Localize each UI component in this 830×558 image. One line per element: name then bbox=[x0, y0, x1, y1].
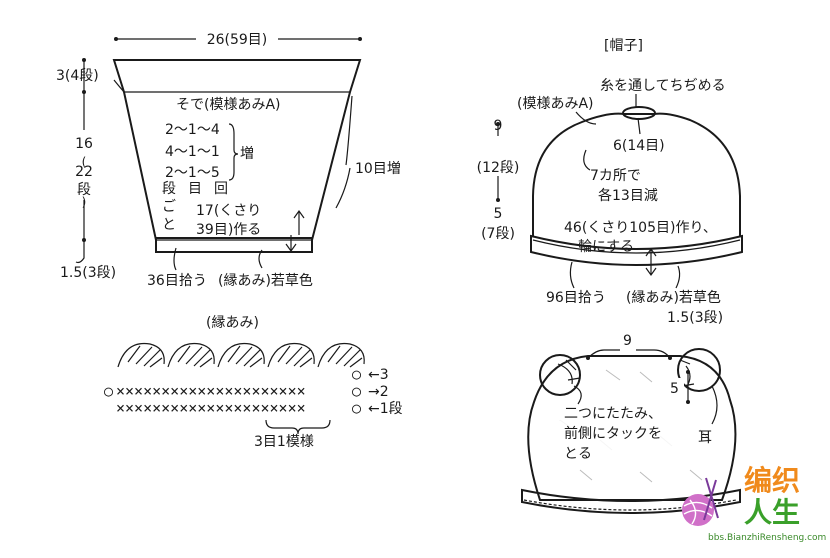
sleeve-title: そで(模様あみA) bbox=[176, 97, 281, 113]
hat-title: [帽子] bbox=[604, 38, 643, 54]
hat-diagram: [帽子] 糸を通してちぢめる (模様あみA) 6(14目) 7カ所で 各13目減… bbox=[476, 38, 743, 326]
watermark-logo: 编织 人生 bbs.BianzhiRensheng.com bbox=[682, 464, 826, 543]
watermark-title-1: 编织 bbox=[744, 464, 800, 497]
header-word-times: 回 bbox=[214, 181, 228, 197]
sleeve-height: 16 bbox=[75, 136, 93, 152]
hat-height-bottom-rows: (7段) bbox=[481, 226, 515, 242]
sleeve-diagram: 26(59目) 3(4段) 16 ( 22 段 ) 1.5(3段) そで(模様あ… bbox=[56, 30, 401, 289]
side-increase: 10目増 bbox=[355, 161, 401, 177]
sleeve-bottom-rows: 1.5(3段) bbox=[60, 265, 116, 281]
sleeve-border-color: (縁あみ)若草色 bbox=[218, 272, 313, 289]
hat-pick-up: 96目拾う bbox=[546, 290, 606, 306]
border-row-2-stitches: ××××××××××××××××××××× bbox=[116, 382, 306, 400]
sleeve-top-width: 26(59目) bbox=[207, 32, 268, 48]
sleeve-border-band bbox=[155, 237, 313, 253]
inc-row-3: 2〜1〜5 bbox=[165, 165, 220, 181]
header-word-rows: 段 bbox=[162, 181, 176, 197]
vertical-label: ご bbox=[162, 199, 176, 215]
border-row-label-1: ←1段 bbox=[368, 401, 403, 417]
yarn-ball-icon bbox=[682, 477, 719, 526]
hat-height-bottom: 5 bbox=[494, 206, 503, 222]
ear-size: 5 bbox=[670, 381, 679, 397]
svg-text:段: 段 bbox=[77, 182, 91, 198]
svg-text:と: と bbox=[162, 217, 176, 233]
fold-note-1: 二つにたたみ、 bbox=[564, 406, 662, 422]
finished-hat-body bbox=[527, 355, 737, 501]
border-mark-3: ○ bbox=[352, 382, 361, 400]
chain-cast-on-1: 17(くさり bbox=[196, 203, 261, 219]
hat-top-opening bbox=[622, 106, 656, 120]
left-ear bbox=[539, 354, 581, 396]
chain-cast-on-2: 39目)作る bbox=[196, 222, 261, 238]
finished-hat-illustration: 9 5 二つにたたみ、 前側にタックを とる 耳 bbox=[521, 333, 741, 514]
ear-label: 耳 bbox=[698, 430, 712, 446]
shell-row bbox=[117, 342, 365, 368]
sleeve-top-rows: 3(4段) bbox=[56, 68, 99, 84]
hat-border-rows: 1.5(3段) bbox=[667, 310, 723, 326]
repeat-bracket bbox=[265, 419, 331, 435]
finished-top-width: 9 bbox=[623, 333, 632, 349]
watermark-title-2: 人生 bbox=[744, 496, 800, 529]
drawstring-note: 糸を通してちぢめる bbox=[600, 77, 726, 94]
border-mark-2: ○ bbox=[352, 365, 361, 383]
svg-text:22: 22 bbox=[75, 164, 93, 180]
svg-text:): ) bbox=[82, 195, 87, 209]
hat-top-stitches: 6(14目) bbox=[613, 138, 665, 154]
dec-note-2: 各13目減 bbox=[598, 187, 658, 204]
repeat-label: 3目1模様 bbox=[254, 434, 314, 450]
inc-row-1: 2〜1〜4 bbox=[165, 122, 220, 138]
sleeve-pick-up: 36目拾う bbox=[147, 273, 207, 289]
header-word-stitches: 目 bbox=[188, 181, 202, 197]
inc-bracket bbox=[228, 123, 239, 181]
border-title: (縁あみ) bbox=[206, 315, 259, 331]
hat-pattern: (模様あみA) bbox=[517, 96, 594, 112]
watermark-url: bbs.BianzhiRensheng.com bbox=[708, 533, 826, 543]
hat-cast-on-2: 輪にする bbox=[578, 238, 634, 255]
sleeve-height-rows: ( bbox=[82, 155, 87, 169]
hat-cast-on-1: 46(くさり105目)作り、 bbox=[564, 220, 717, 236]
inc-label: 増 bbox=[240, 146, 254, 162]
hat-border-color: (縁あみ)若草色 bbox=[626, 289, 721, 306]
border-row-label-3: ←3 bbox=[368, 367, 389, 383]
hat-dome bbox=[532, 112, 741, 236]
border-row-1-stitches: ××××××××××××××××××××× bbox=[116, 399, 306, 417]
border-chart: (縁あみ) ××××××××××××××××××××× ××××××××××××… bbox=[104, 315, 403, 450]
hat-height-top-rows: (12段) bbox=[477, 160, 520, 176]
border-mark-1: ○ bbox=[104, 382, 113, 400]
dec-note-1: 7カ所で bbox=[590, 168, 641, 184]
border-row-label-2: →2 bbox=[368, 384, 389, 400]
inc-row-2: 4〜1〜1 bbox=[165, 144, 220, 160]
fold-note-2: 前側にタックを bbox=[564, 425, 662, 442]
hat-brim bbox=[530, 234, 743, 266]
hat-height-top: 9 bbox=[494, 118, 503, 134]
fold-note-3: とる bbox=[564, 446, 592, 462]
border-mark-4: ○ bbox=[352, 399, 361, 417]
